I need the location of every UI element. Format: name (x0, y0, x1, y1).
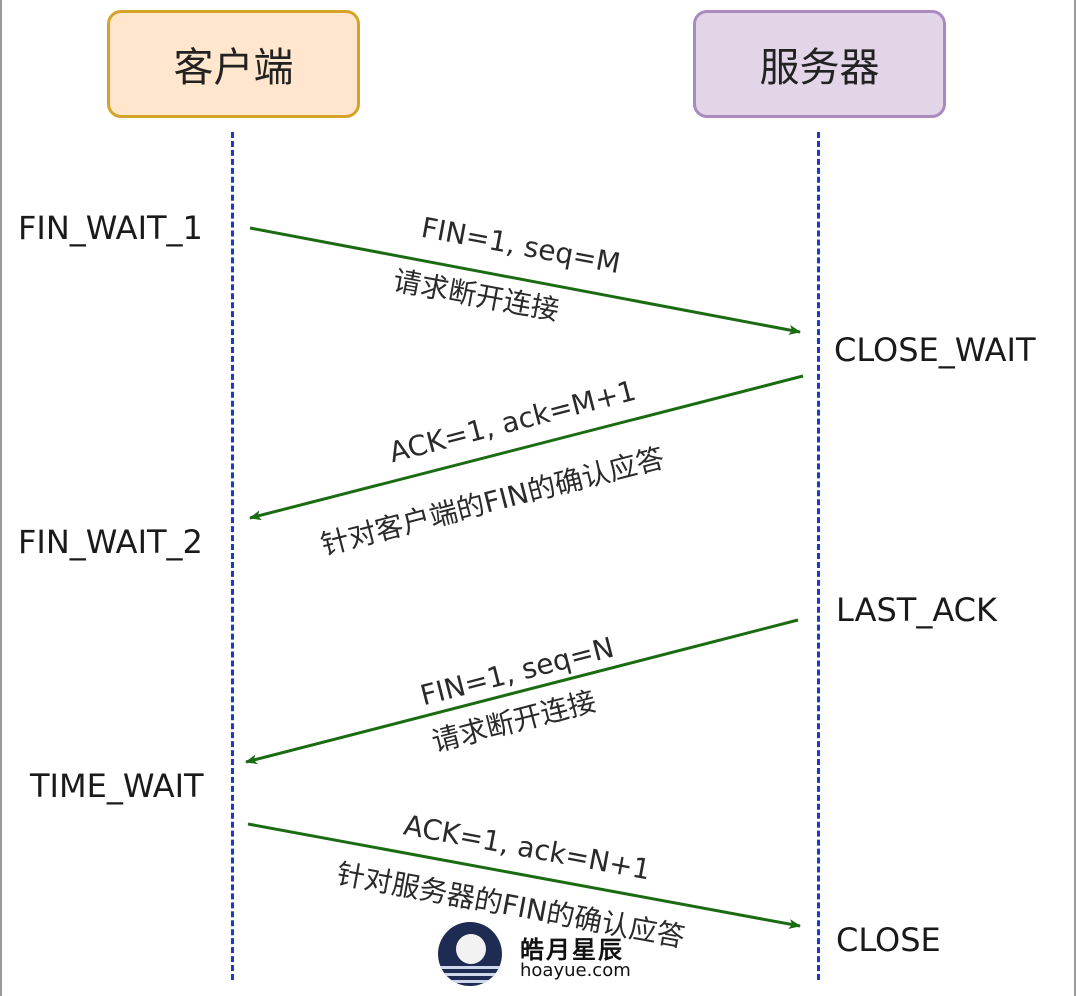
watermark-title: 皓月星辰 (520, 935, 624, 964)
right-border (1074, 0, 1076, 996)
moon-icon (438, 922, 502, 986)
arrow-ack-n1 (247, 822, 801, 929)
arrow-fin-n (245, 618, 799, 765)
arrow-fin-m (249, 226, 801, 335)
client-state-time-wait: TIME_WAIT (30, 767, 204, 805)
client-box: 客户端 (107, 10, 360, 118)
client-lifeline (231, 132, 234, 980)
server-lifeline (817, 132, 820, 980)
server-state-close: CLOSE (836, 921, 941, 959)
arrow-ack-m1 (249, 374, 804, 521)
client-state-fin-wait-2: FIN_WAIT_2 (18, 523, 203, 561)
client-state-fin-wait-1: FIN_WAIT_1 (18, 209, 203, 247)
watermark: 皓月星辰 hoayue.com (436, 920, 646, 990)
server-state-last-ack: LAST_ACK (836, 591, 997, 629)
left-border (0, 0, 2, 996)
watermark-url: hoayue.com (520, 960, 631, 981)
server-box: 服务器 (693, 10, 946, 118)
server-state-close-wait: CLOSE_WAIT (834, 331, 1036, 369)
